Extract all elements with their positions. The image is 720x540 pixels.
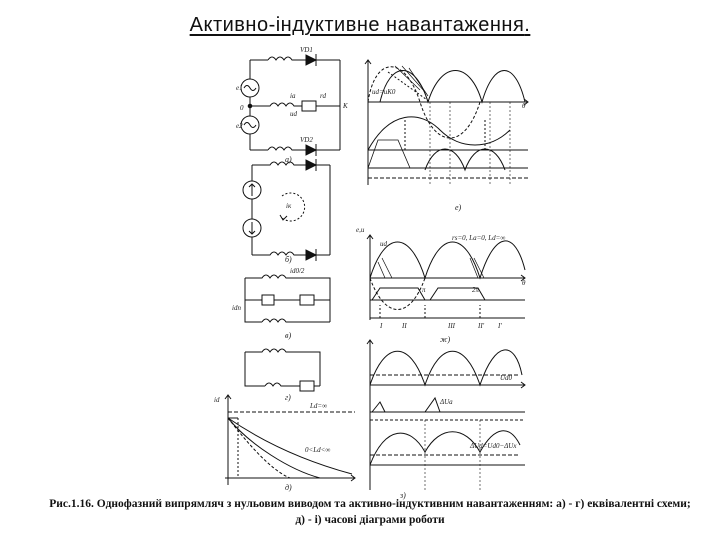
interval-3: III [447,322,456,330]
graph-zh [366,234,526,320]
label-ud: ud [290,110,298,118]
panel-e-label: д) [285,483,292,492]
label-ud-sum: ΔUd=Ud0−ΔUx [469,442,517,450]
label-ud-eq: ud=uК0 [372,88,396,96]
label-ia: ia [290,92,296,100]
graph-e [364,59,529,185]
figure-caption: Рис.1.16. Однофазний випрямляч з нульови… [40,496,700,528]
graph-d-decay [224,394,356,485]
slide-title-period: . [524,14,531,36]
label-ik: iк [286,202,292,210]
label-e-u: e,u [356,226,365,234]
label-vd1: VD1 [300,46,313,54]
label-id: id [214,396,220,404]
label-range: 0<Ld<∞ [305,446,330,454]
caption-line-2: д) - і) часові діаграми роботи [295,514,445,526]
panel-d-label: г) [285,393,291,402]
label-ud0: Ud0 [500,374,513,382]
label-ud-graph: ud [380,240,388,248]
label-e2: e2 [236,122,243,130]
circuit-a [240,54,341,156]
interval-4: II' [477,322,485,330]
circuit-d [244,348,321,392]
circuit-b [242,159,331,261]
interval-1: I [379,322,383,330]
label-theta-2: θ [522,279,526,287]
label-ld-inf: Ld=∞ [309,402,327,410]
label-vd2: VD2 [300,136,313,144]
label-idn2: id0/2 [290,267,305,275]
inductor-bottom [267,146,340,151]
panel-a: а) [285,155,292,164]
panel-g: ж) [440,335,450,344]
panel-h: з) [399,491,406,500]
label-2pi: 2π [472,286,480,294]
label-rd: rd [320,92,326,100]
label-pi: π [422,286,426,294]
interval-5: I' [497,322,502,330]
label-k: K [342,102,348,110]
label-delta-u: ΔUa [439,398,453,406]
slide-title: Активно-індуктивне навантаження. [0,14,720,37]
panel-f: е) [455,203,462,212]
label-theta-1: θ [522,102,526,110]
caption-line-1: Рис.1.16. Однофазний випрямляч з нульови… [49,498,691,510]
graph-z [366,339,526,490]
label-idn: idn [232,304,241,312]
label-params: rs=0, Lа=0, Ld=∞ [452,234,505,242]
label-zero: 0 [240,104,244,112]
load-resistor-rd [301,100,317,112]
diode-vd2 [305,144,318,156]
inductor-top [267,56,340,61]
panel-b: б) [285,255,292,264]
circuit-c [244,274,331,323]
interval-2: II [401,322,407,330]
diode-vd1 [305,54,318,66]
panel-c: в) [285,331,291,340]
slide-title-text: Активно-індуктивне навантаження [189,14,525,36]
label-e1: e1 [236,84,243,92]
